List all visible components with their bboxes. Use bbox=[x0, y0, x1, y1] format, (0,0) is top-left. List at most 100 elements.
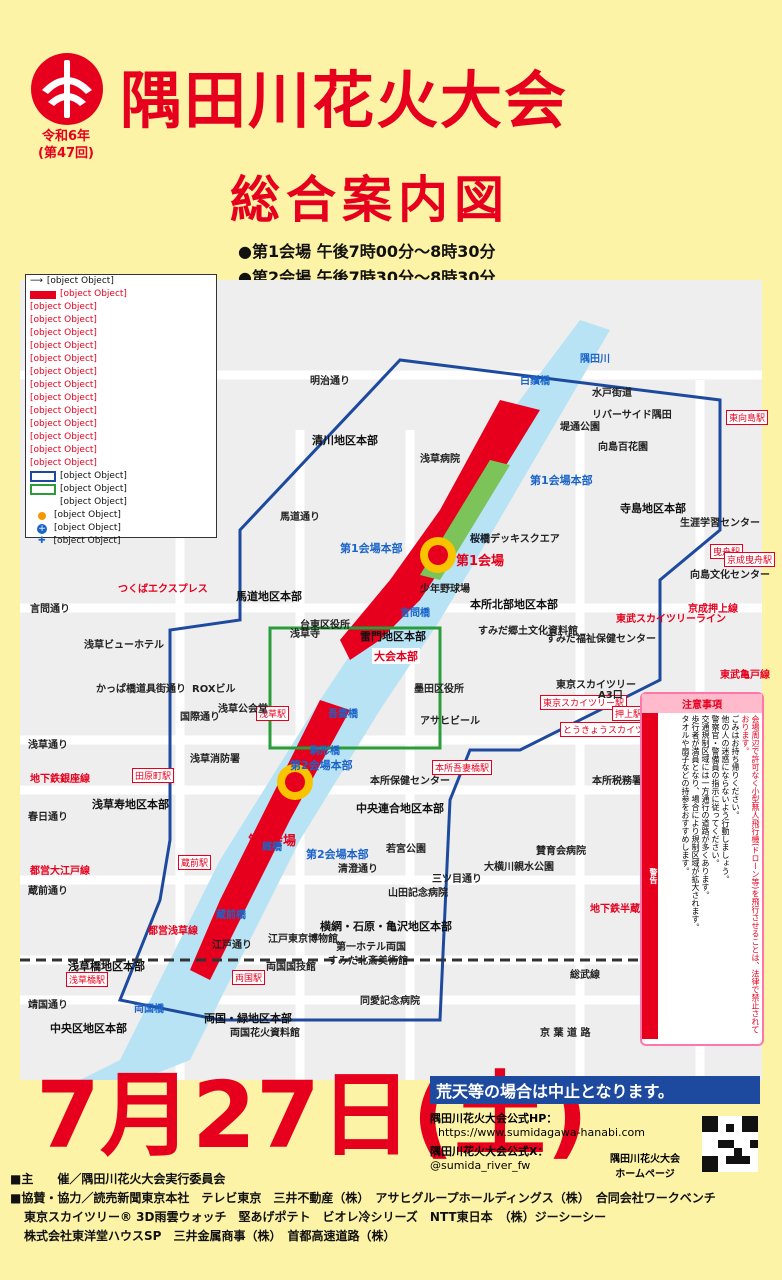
hq-main: 大会本部 bbox=[372, 648, 420, 664]
place-wakamiya-park: 若宮公園 bbox=[386, 844, 426, 855]
place-oyokogawa-park: 大横川親水公園 bbox=[484, 862, 554, 873]
festival-logo bbox=[31, 53, 103, 125]
station-tawaramachi: 田原町駅 bbox=[132, 768, 175, 783]
legend-line: [object Object] bbox=[30, 328, 97, 338]
arrow-right-icon: ⟶ bbox=[30, 276, 43, 286]
venue-1-hq-west: 第1会場本部 bbox=[340, 542, 403, 555]
legend-line: [object Object] bbox=[30, 419, 97, 429]
notice-line: タオルや扇子などの持参をおすすめします。 bbox=[681, 715, 690, 875]
street-asakusa: 浅草通り bbox=[28, 740, 68, 751]
place-hokusai-museum: すみだ北斎美術館 bbox=[328, 956, 408, 967]
place-honjo-health-center: 本所保健センター bbox=[370, 776, 450, 787]
line-toei-oedo: 都営大江戸線 bbox=[30, 866, 90, 877]
place-taito-ward-office: 台東区役所 bbox=[300, 620, 350, 631]
qr-code-icon[interactable] bbox=[702, 1116, 758, 1172]
legend-line: [object Object] bbox=[30, 406, 97, 416]
hq-umamichi: 馬道地区本部 bbox=[236, 590, 302, 603]
cancellation-banner: 荒天等の場合は中止となります。 bbox=[430, 1076, 760, 1104]
station-honjo-azumabashi: 本所吾妻橋駅 bbox=[432, 760, 493, 775]
green-box-icon bbox=[30, 484, 56, 495]
place-umaya-bridge: 厩橋 bbox=[262, 842, 282, 853]
legend-line: [object Object] bbox=[30, 393, 97, 403]
place-sumida-river: 隅田川 bbox=[580, 354, 610, 365]
place-kuramae-bridge: 蔵前橋 bbox=[216, 910, 246, 921]
line-toei-asakusa: 都営浅草線 bbox=[148, 926, 198, 937]
place-asakusa-kokaido: 浅草公会堂 bbox=[218, 704, 268, 715]
line-hanzomon: 地下鉄半蔵門線 bbox=[590, 904, 660, 915]
credits-sponsors-2: 東京スカイツリー® 3D雨雲ウォッチ 堅あげポテト ビオレ冷シリーズ NTT東日… bbox=[24, 1210, 607, 1224]
hq-asakusa-kotobuki: 浅草寿地区本部 bbox=[92, 798, 169, 811]
qr-caption: 隅田川花火大会 ホームページ bbox=[610, 1150, 680, 1180]
credits-sponsors: ■協賛・協力／読売新聞東京本社 テレビ東京 三井不動産（株） アサヒグループホー… bbox=[10, 1191, 716, 1205]
street-keiyo: 京 葉 道 路 bbox=[540, 1028, 591, 1039]
notice-line: ごみはお持ち帰りください。 bbox=[731, 715, 740, 819]
legend-line: [object Object] bbox=[30, 315, 97, 325]
street-kototoi: 言問通り bbox=[30, 604, 70, 615]
venue-1-hq-east: 第1会場本部 bbox=[530, 474, 593, 487]
street-mitsume: 三ツ目通り bbox=[432, 874, 482, 885]
place-riverside-sumida: リバーサイド隅田 bbox=[592, 410, 672, 421]
x-label: 隅田川花火大会公式X： bbox=[430, 1145, 549, 1158]
red-area-icon bbox=[30, 290, 56, 299]
notice-line: 交通規制区域には一方通行の道路が多くあります。 bbox=[701, 715, 710, 899]
station-higashimukojima: 東向島駅 bbox=[726, 410, 769, 425]
venue-map bbox=[20, 280, 762, 1080]
street-kiyosumi: 清澄通り bbox=[338, 864, 378, 875]
line-keisei-oshiage: 京成押上線 bbox=[688, 604, 738, 615]
warning-label: 警告 bbox=[642, 713, 658, 1039]
legend-line: [object Object] bbox=[30, 354, 97, 364]
credits: ■主 催／隅田川花火大会実行委員会 ■協賛・協力／読売新聞東京本社 テレビ東京 … bbox=[10, 1170, 770, 1246]
station-skytree: 東京スカイツリー駅 bbox=[540, 695, 628, 710]
place-saniku-hospital: 賛育会病院 bbox=[536, 846, 586, 857]
notice-title: 注意事項 bbox=[642, 694, 762, 713]
place-daiichi-hotel: 第一ホテル両国 bbox=[336, 942, 406, 953]
place-lifelong-learning-center: 生涯学習センター bbox=[680, 518, 760, 529]
page-subtitle: 総合案内図 bbox=[230, 171, 510, 229]
legend-medical-team: ✚[object Object] bbox=[38, 536, 121, 546]
hq-chuo-ku: 中央区地区本部 bbox=[50, 1022, 127, 1035]
legend-secondary-control: [object Object] bbox=[26, 483, 216, 496]
station-kuramae: 蔵前駅 bbox=[178, 855, 212, 870]
legend-line: [object Object] bbox=[30, 367, 97, 377]
line-tobu-kameido: 東武亀戸線 bbox=[720, 670, 770, 681]
hq-asakusabashi: 浅草橋地区本部 bbox=[68, 960, 145, 973]
street-mito: 水戸街道 bbox=[592, 388, 632, 399]
legend-line: [object Object] bbox=[60, 497, 127, 507]
legend-operations-hq: [object Object] bbox=[26, 509, 216, 522]
notice-line: 警察官・警備員の指示に従ってください。 bbox=[711, 715, 720, 867]
place-asakusa-fire-station: 浅草消防署 bbox=[190, 754, 240, 765]
legend-guard-station: +[object Object] bbox=[37, 523, 121, 534]
legend-line: [object Object] bbox=[30, 458, 97, 468]
hq-ryogoku: 両国・緑地区本部 bbox=[204, 1012, 292, 1025]
notice-line: 他の人の迷惑にならないよう行動しましょう。 bbox=[721, 715, 730, 883]
hq-honjo-north: 本所北部地区本部 bbox=[470, 598, 558, 611]
page-title: 隅田川花火大会 bbox=[120, 64, 569, 137]
legend-traffic-control: [object Object] bbox=[26, 470, 216, 483]
place-mukojima-culture-center: 向島文化センター bbox=[690, 570, 770, 581]
station-asakusa: 浅草駅 bbox=[256, 706, 290, 721]
legend-prohibited-zone: [object Object] bbox=[26, 288, 216, 301]
place-asahi-beer: アサヒビール bbox=[420, 716, 480, 727]
credits-organizer: ■主 催／隅田川花火大会実行委員会 bbox=[10, 1172, 226, 1186]
venue-2-hq-east: 第2会場本部 bbox=[306, 848, 369, 861]
edition-number: (第47回) bbox=[38, 146, 94, 161]
hp-url-link[interactable]: https://www.sumidagawa-hanabi.com bbox=[438, 1126, 645, 1139]
venue-2-label: 第2会場 bbox=[248, 834, 297, 849]
place-doai-hospital: 同愛記念病院 bbox=[360, 996, 420, 1007]
place-asakusa-hospital: 浅草病院 bbox=[420, 454, 460, 465]
place-sumida-museum: すみだ郷土文化資料館 bbox=[478, 626, 578, 637]
info-block: 荒天等の場合は中止となります。 隅田川花火大会公式HP： https://www… bbox=[430, 1076, 760, 1180]
line-sobu: 総武線 bbox=[570, 970, 600, 981]
place-sumida-welfare-center: すみだ福祉保健センター bbox=[546, 634, 656, 645]
map-legend: ⟶ [object Object] [object Object] [object… bbox=[25, 274, 217, 546]
station-keisei-hikifune: 京成曳舟駅 bbox=[724, 552, 776, 567]
street-kokusai: 国際通り bbox=[180, 712, 220, 723]
hq-chuo-rengo: 中央連合地区本部 bbox=[356, 802, 444, 815]
legend-line: [object Object] bbox=[30, 302, 97, 312]
x-handle-link[interactable]: @sumida_river_fw bbox=[430, 1159, 531, 1172]
qr-caption-line2: ホームページ bbox=[615, 1169, 675, 1180]
station-asakusabashi: 浅草橋駅 bbox=[66, 972, 109, 987]
place-ryogoku-bridge: 両国橋 bbox=[134, 1004, 164, 1015]
place-ryogoku-fireworks-museum: 両国花火資料館 bbox=[230, 1028, 300, 1039]
venue-1-label: 第1会場 bbox=[456, 554, 505, 569]
